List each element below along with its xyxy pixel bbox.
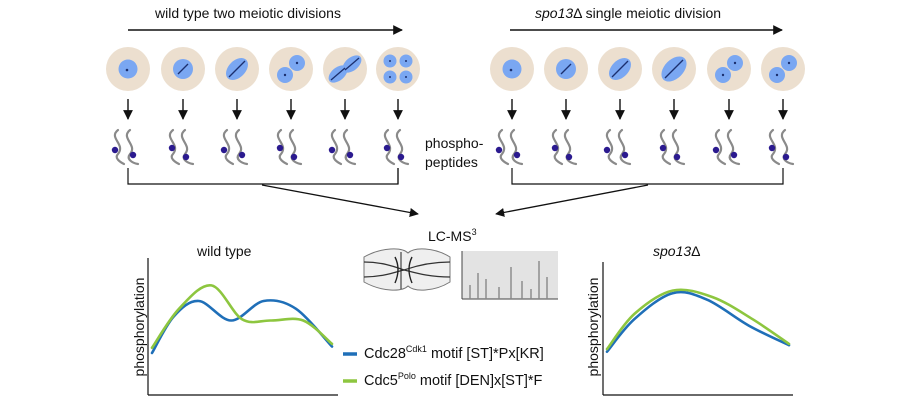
spo13-phosphopeptide-3 [603, 128, 632, 166]
spo13-header-symbol: Δ [573, 5, 582, 21]
wt-plot-axes [147, 258, 338, 396]
spo13-plot-title: spo13Δ [653, 243, 701, 259]
spo13-cell-3 [598, 47, 642, 91]
wt-phosphopeptide-4 [276, 128, 303, 166]
spo13-plot-axes [602, 262, 793, 396]
spo13-to-lcms-arrow [495, 184, 649, 217]
legend-cdk-prefix: Cdc28 [364, 346, 406, 362]
spo13-sample-bracket [511, 168, 784, 185]
phosphorylation-curves [150, 284, 791, 355]
wt-to-lcms-arrow [261, 184, 419, 217]
spo13-polo-curve [605, 288, 791, 351]
phosphopeptide-row [111, 128, 795, 166]
legend-polo-sup: Polo [397, 371, 416, 381]
spo13-cell-4 [652, 47, 696, 91]
lcms-sup: 3 [471, 227, 477, 237]
legend-polo-motif: motif [DEN]x[ST]*F [415, 373, 543, 389]
legend-polo-label: Cdc5Polo motif [DEN]x[ST]*F [364, 371, 543, 391]
spo13-cell-5 [707, 47, 751, 91]
wt-cell-4 [269, 47, 313, 91]
spo13-header-rest: single meiotic division [581, 5, 722, 21]
cell-stage-row [106, 47, 805, 91]
spo13-phosphopeptide-2 [551, 128, 578, 166]
phospho-label-line2: peptides [425, 154, 478, 170]
wt-plot-title: wild type [197, 243, 252, 259]
spo13-cell-6 [761, 47, 805, 91]
cell-to-peptide-arrows [123, 99, 788, 120]
wt-phosphopeptide-5 [328, 128, 357, 166]
spo13-cell-2 [544, 47, 588, 91]
wt-cell-5 [323, 47, 367, 91]
wt-polo-curve [150, 284, 334, 350]
phospho-label-line1: phospho- [425, 135, 484, 151]
legend-cdk-motif: motif [ST]*Px[KR] [426, 346, 544, 362]
spo13-phosphopeptide-4 [659, 128, 686, 166]
mass-spectrum-icon [461, 251, 558, 300]
spo13-header-gene: spo13 [535, 5, 574, 21]
legend-cdk-sup: Cdk1 [405, 344, 427, 354]
spo13-plot-title-symbol: Δ [691, 243, 701, 259]
wt-cell-3 [215, 47, 259, 91]
wt-phosphopeptide-1 [111, 128, 140, 166]
wt-ylabel: phosphorylation [131, 277, 147, 377]
wt-cell-1 [106, 47, 150, 91]
spo13-cell-1 [490, 47, 534, 91]
spo13-phosphopeptide-1 [495, 128, 524, 166]
wt-phosphopeptide-6 [383, 128, 410, 166]
spo13-header: spo13Δ single meiotic division [535, 5, 721, 21]
spo13-plot-title-gene: spo13 [653, 243, 692, 259]
spo13-phosphopeptide-6 [768, 128, 795, 166]
ion-trap-icon [363, 248, 451, 291]
wt-phosphopeptide-3 [220, 128, 249, 166]
spo13-cdk-curve [605, 290, 791, 353]
spo13-phosphopeptide-5 [712, 128, 741, 166]
lcms-main: LC-MS [428, 228, 472, 244]
wt-cell-2 [161, 47, 205, 91]
spo13-ylabel: phosphorylation [585, 277, 601, 377]
legend-polo-prefix: Cdc5 [364, 373, 398, 389]
lcms-label: LC-MS3 [428, 227, 477, 246]
wt-sample-bracket [127, 168, 399, 185]
wt-cell-6 [376, 47, 420, 91]
wt-phosphopeptide-2 [168, 128, 195, 166]
legend-cdk-label: Cdc28Cdk1 motif [ST]*Px[KR] [364, 344, 544, 364]
wt-header: wild type two meiotic divisions [155, 5, 341, 21]
